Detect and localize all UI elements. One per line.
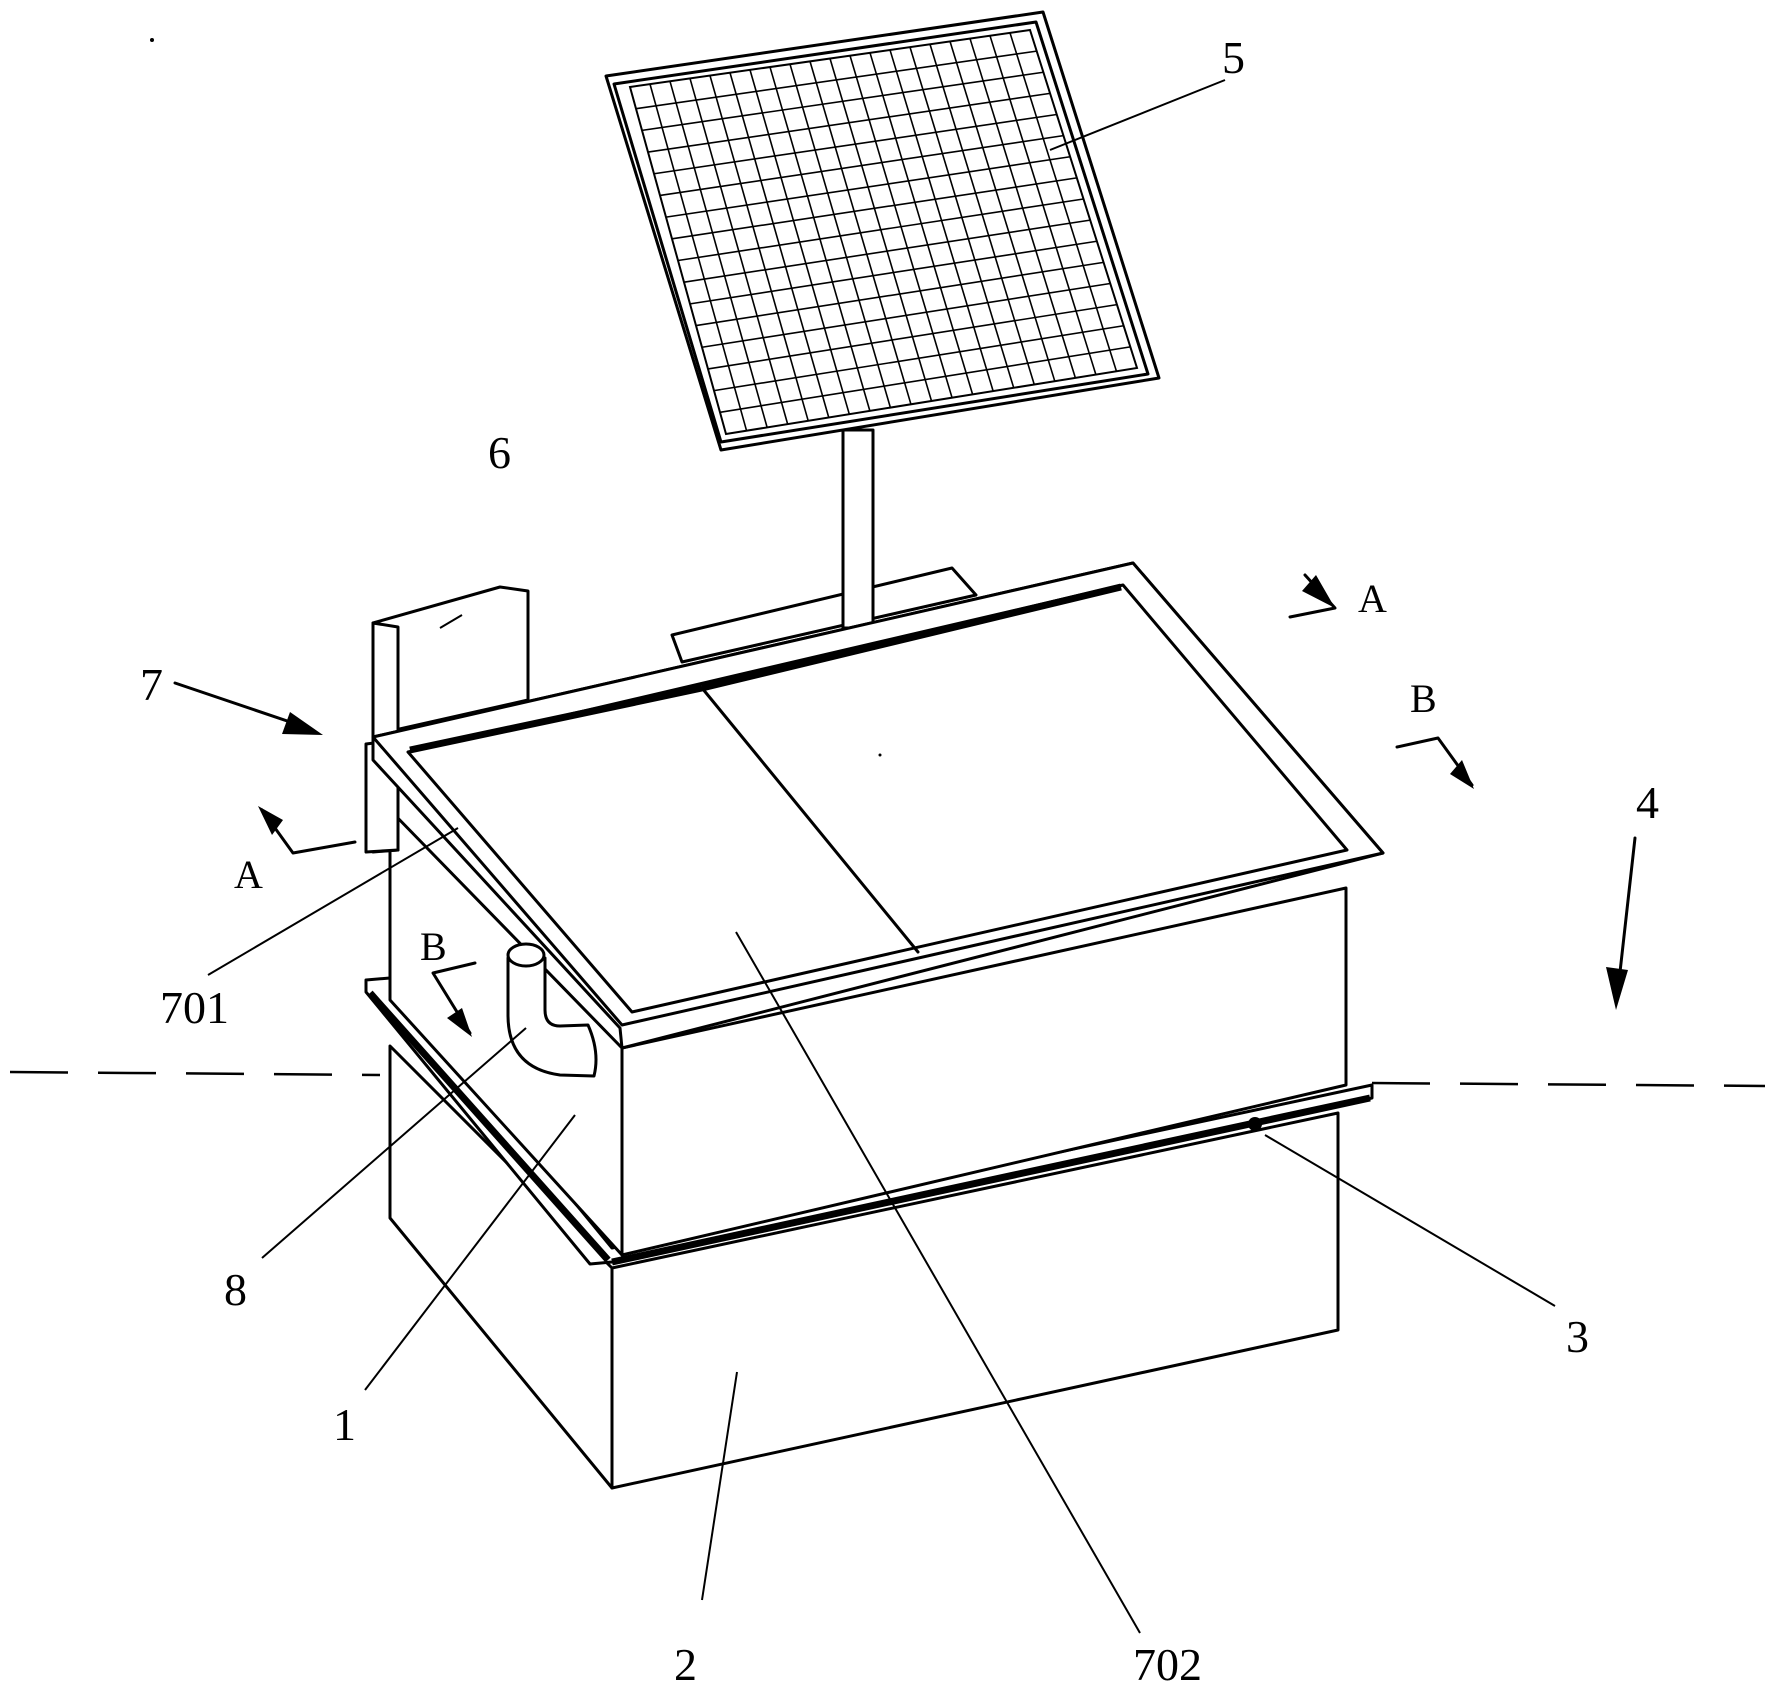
reference-dashed-line	[9, 1070, 1766, 1088]
label-upper-tank: 1	[333, 1399, 356, 1450]
stray-dot	[878, 753, 882, 757]
solar-cell-gridline	[671, 177, 1077, 240]
upper-tank	[388, 808, 1348, 1257]
label-panel-702: 702	[1133, 1639, 1202, 1690]
label-direction: 4	[1636, 777, 1659, 828]
label-pipe: 8	[224, 1264, 247, 1315]
section-label-b-right: B	[1410, 676, 1437, 721]
seal-point	[1248, 1117, 1262, 1131]
solar-cell-gridline	[653, 113, 1057, 175]
solar-cell-gridline	[701, 282, 1111, 349]
section-label-b-left: B	[420, 924, 447, 969]
label-panel-701: 701	[160, 982, 229, 1033]
label-seal: 3	[1566, 1311, 1589, 1362]
label-lower-tank: 2	[674, 1639, 697, 1690]
solar-cell-gridline	[689, 240, 1097, 305]
solar-cell-gridline	[641, 71, 1044, 132]
label-frame: 7	[140, 659, 163, 710]
label-solar-panel: 5	[1222, 32, 1245, 83]
section-arrow-a-left	[258, 806, 357, 855]
section-label-a-top: A	[1358, 576, 1387, 621]
leader-lines	[207, 79, 1556, 1634]
direction-arrow-4	[1606, 836, 1637, 1010]
section-arrow-b-right	[1395, 736, 1474, 789]
lid-panel-divider	[700, 686, 920, 954]
solar-cell-gridline	[695, 261, 1104, 327]
solar-cell-gridline	[665, 155, 1071, 218]
section-label-a-left: A	[234, 852, 263, 897]
solar-cell-grid	[635, 32, 1131, 431]
solar-cell-gridline	[707, 303, 1118, 370]
solar-cell-gridline	[683, 219, 1091, 283]
solar-cell-gridline	[719, 346, 1131, 414]
direction-arrow-7	[173, 681, 323, 735]
stray-dot	[150, 38, 154, 42]
pipe	[506, 942, 598, 1078]
solar-cell-gridline	[713, 324, 1124, 392]
section-arrow-a-top	[1288, 573, 1337, 619]
solar-cell-gridline	[677, 198, 1084, 262]
solar-cell-gridline	[659, 134, 1064, 197]
solar-cell-gridline	[647, 92, 1051, 153]
solar-cell-gridline	[635, 50, 1037, 110]
top-frame	[371, 561, 1385, 1050]
label-control-box: 6	[488, 427, 511, 478]
section-arrow-b-left	[431, 961, 477, 1037]
solar-mount-pole	[841, 428, 875, 630]
solar-panel	[604, 10, 1161, 452]
